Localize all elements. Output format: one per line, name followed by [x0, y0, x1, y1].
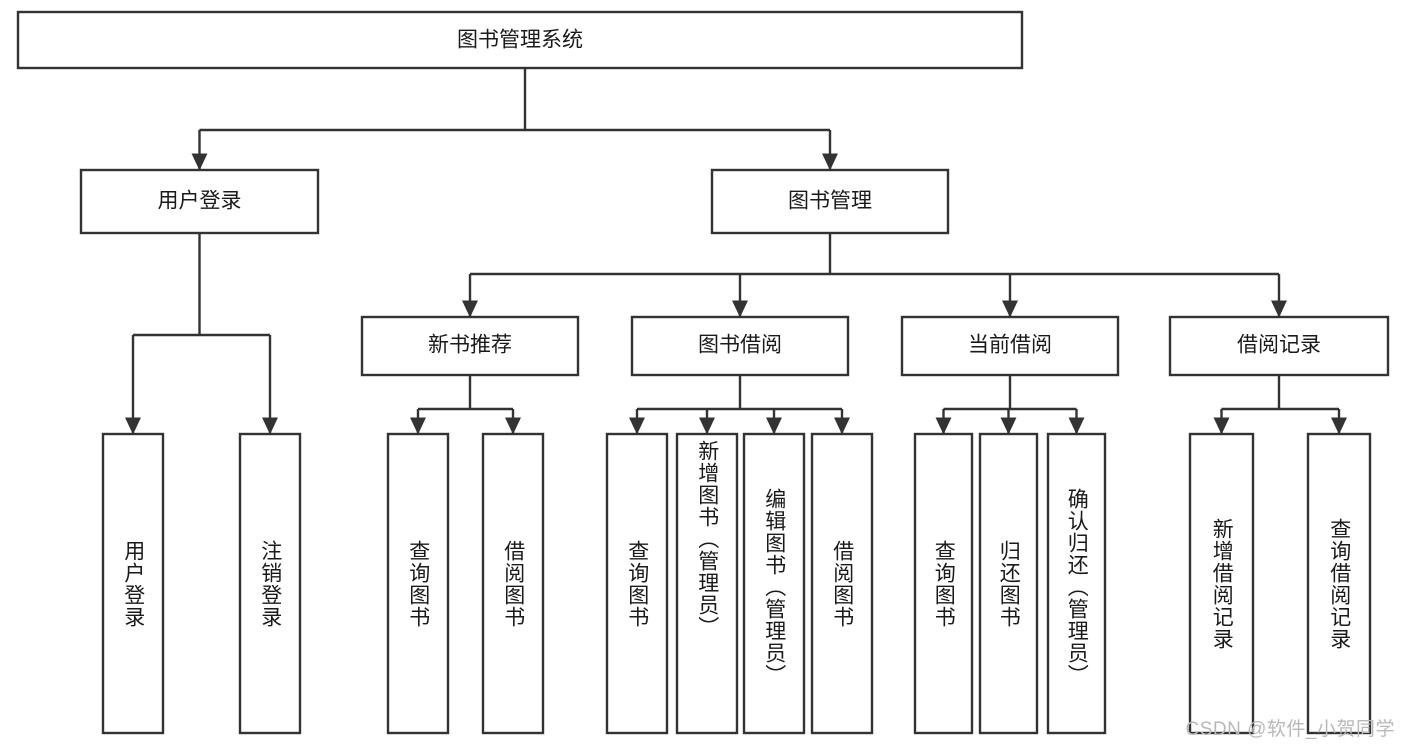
node-leaf-user-login-box[interactable] — [101, 432, 165, 735]
node-book-borrow-box[interactable] — [630, 315, 850, 377]
node-leaf-add-book-box[interactable] — [675, 432, 739, 735]
node-leaf-user-logout-box[interactable] — [238, 432, 302, 735]
node-leaf-query-borrow-record-box[interactable] — [1306, 432, 1372, 735]
node-new-book-recommend-label: 新书推荐 — [428, 334, 512, 357]
node-new-book-recommend[interactable]: 新书推荐 — [360, 315, 580, 377]
leaf-box-layer[interactable] — [101, 432, 1372, 735]
node-leaf-return-book-box[interactable] — [978, 432, 1039, 735]
node-user-login-label: 用户登录 — [158, 190, 242, 213]
node-leaf-add-borrow-record-box[interactable] — [1188, 432, 1255, 735]
csdn-watermark: CSDN @软件_小贺同学 — [1185, 719, 1395, 740]
node-root[interactable]: 图书管理系统 — [16, 10, 1024, 70]
node-root-box[interactable] — [16, 10, 1024, 70]
node-borrow-record-box[interactable] — [1168, 315, 1390, 377]
node-borrow-record-label: 借阅记录 — [1237, 334, 1321, 357]
node-leaf-query-book-new-box[interactable] — [386, 432, 450, 735]
node-leaf-borrow-book-box[interactable] — [810, 432, 874, 735]
node-leaf-confirm-return-box[interactable] — [1046, 432, 1107, 735]
node-current-borrow[interactable]: 当前借阅 — [900, 315, 1120, 377]
node-leaf-query-book-borrow-box[interactable] — [605, 432, 669, 735]
node-current-borrow-box[interactable] — [900, 315, 1120, 377]
node-new-book-recommend-box[interactable] — [360, 315, 580, 377]
node-book-borrow-label: 图书借阅 — [698, 334, 782, 357]
node-root-label: 图书管理系统 — [457, 29, 583, 52]
node-book-manage-label: 图书管理 — [788, 190, 872, 213]
node-leaf-edit-book-box[interactable] — [742, 432, 806, 735]
node-user-login[interactable]: 用户登录 — [79, 168, 320, 235]
node-borrow-record[interactable]: 借阅记录 — [1168, 315, 1390, 377]
node-book-borrow[interactable]: 图书借阅 — [630, 315, 850, 377]
node-book-manage[interactable]: 图书管理 — [710, 168, 950, 235]
node-user-login-box[interactable] — [79, 168, 320, 235]
node-book-manage-box[interactable] — [710, 168, 950, 235]
node-leaf-borrow-book-new-box[interactable] — [481, 432, 545, 735]
node-leaf-query-book-current-box[interactable] — [913, 432, 974, 735]
connector-layer — [124, 68, 1348, 435]
node-current-borrow-label: 当前借阅 — [968, 334, 1052, 357]
